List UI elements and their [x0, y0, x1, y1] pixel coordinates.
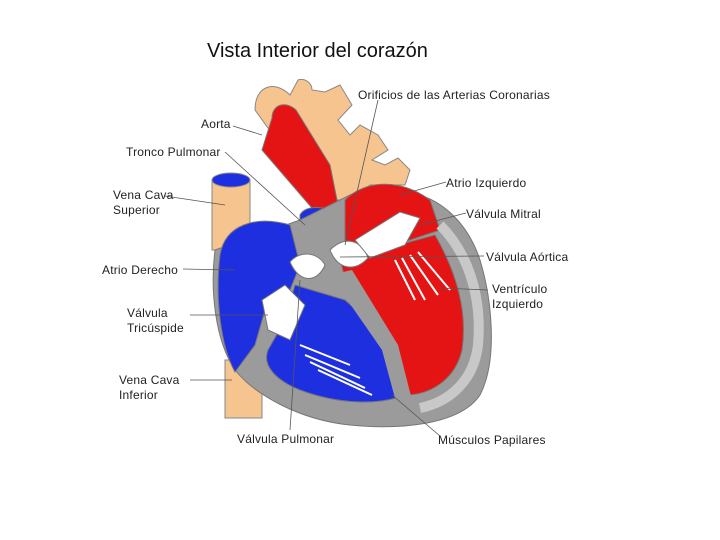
label-valvula-tricuspide-line1: Válvula — [127, 305, 168, 321]
diagram-title: Vista Interior del corazón — [207, 40, 428, 63]
label-valvula-pulmonar: Válvula Pulmonar — [237, 431, 334, 447]
label-vena-cava-superior-line2: Superior — [113, 202, 160, 218]
label-vena-cava-inferior-line2: Inferior — [119, 387, 158, 403]
label-ventriculo-izquierdo-line2: Izquierdo — [492, 296, 543, 312]
label-ventriculo-izquierdo-line1: Ventrículo — [492, 281, 547, 297]
label-tronco-pulmonar: Tronco Pulmonar — [126, 144, 221, 160]
label-musculos-papilares: Músculos Papilares — [438, 432, 546, 448]
label-valvula-aortica: Válvula Aórtica — [486, 249, 568, 265]
label-vena-cava-superior-line1: Vena Cava — [113, 187, 174, 203]
label-aorta: Aorta — [201, 116, 231, 132]
label-valvula-mitral: Válvula Mitral — [466, 206, 541, 222]
label-orificios: Orificios de las Arterias Coronarias — [358, 87, 550, 103]
label-atrio-izquierdo: Atrio Izquierdo — [446, 175, 526, 191]
label-vena-cava-inferior-line1: Vena Cava — [119, 372, 180, 388]
label-atrio-derecho: Atrio Derecho — [102, 262, 178, 278]
label-valvula-tricuspide-line2: Tricúspide — [127, 320, 184, 336]
